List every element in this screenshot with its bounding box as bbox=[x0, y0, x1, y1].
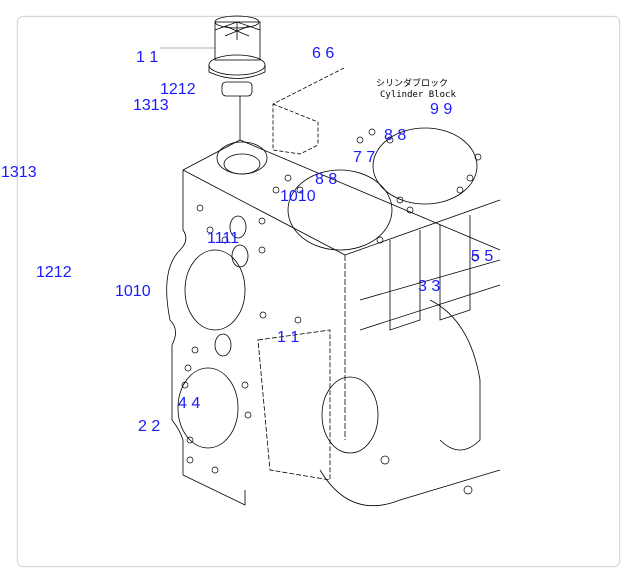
callout-13[interactable]: 1313 bbox=[133, 97, 169, 114]
callout-10[interactable]: 1010 bbox=[115, 283, 151, 300]
callout-3[interactable]: 3 3 bbox=[418, 278, 441, 295]
callout-11[interactable]: 1111 bbox=[207, 230, 240, 247]
callout-9[interactable]: 9 9 bbox=[430, 101, 453, 118]
plug-part bbox=[160, 15, 266, 140]
gasket-leader bbox=[272, 67, 345, 155]
callout-12[interactable]: 1212 bbox=[36, 264, 72, 281]
callout-13[interactable]: 1313 bbox=[1, 164, 37, 181]
caption-english: Cylinder Block bbox=[380, 90, 456, 100]
callout-5[interactable]: 5 5 bbox=[471, 248, 494, 265]
callout-12[interactable]: 1212 bbox=[160, 81, 196, 98]
callout-10[interactable]: 1010 bbox=[280, 188, 316, 205]
callout-7[interactable]: 7 7 bbox=[353, 149, 376, 166]
callout-6[interactable]: 6 6 bbox=[312, 45, 335, 62]
callout-2[interactable]: 2 2 bbox=[138, 418, 161, 435]
callout-1[interactable]: 1 1 bbox=[277, 329, 300, 346]
caption-japanese: シリンダブロック bbox=[376, 79, 449, 89]
diagram-card bbox=[17, 16, 620, 567]
callout-8[interactable]: 8 8 bbox=[384, 127, 407, 144]
callout-8[interactable]: 8 8 bbox=[315, 171, 338, 188]
block-body bbox=[166, 127, 501, 507]
callout-1[interactable]: 1 1 bbox=[136, 49, 159, 66]
callout-4[interactable]: 4 4 bbox=[178, 395, 201, 412]
